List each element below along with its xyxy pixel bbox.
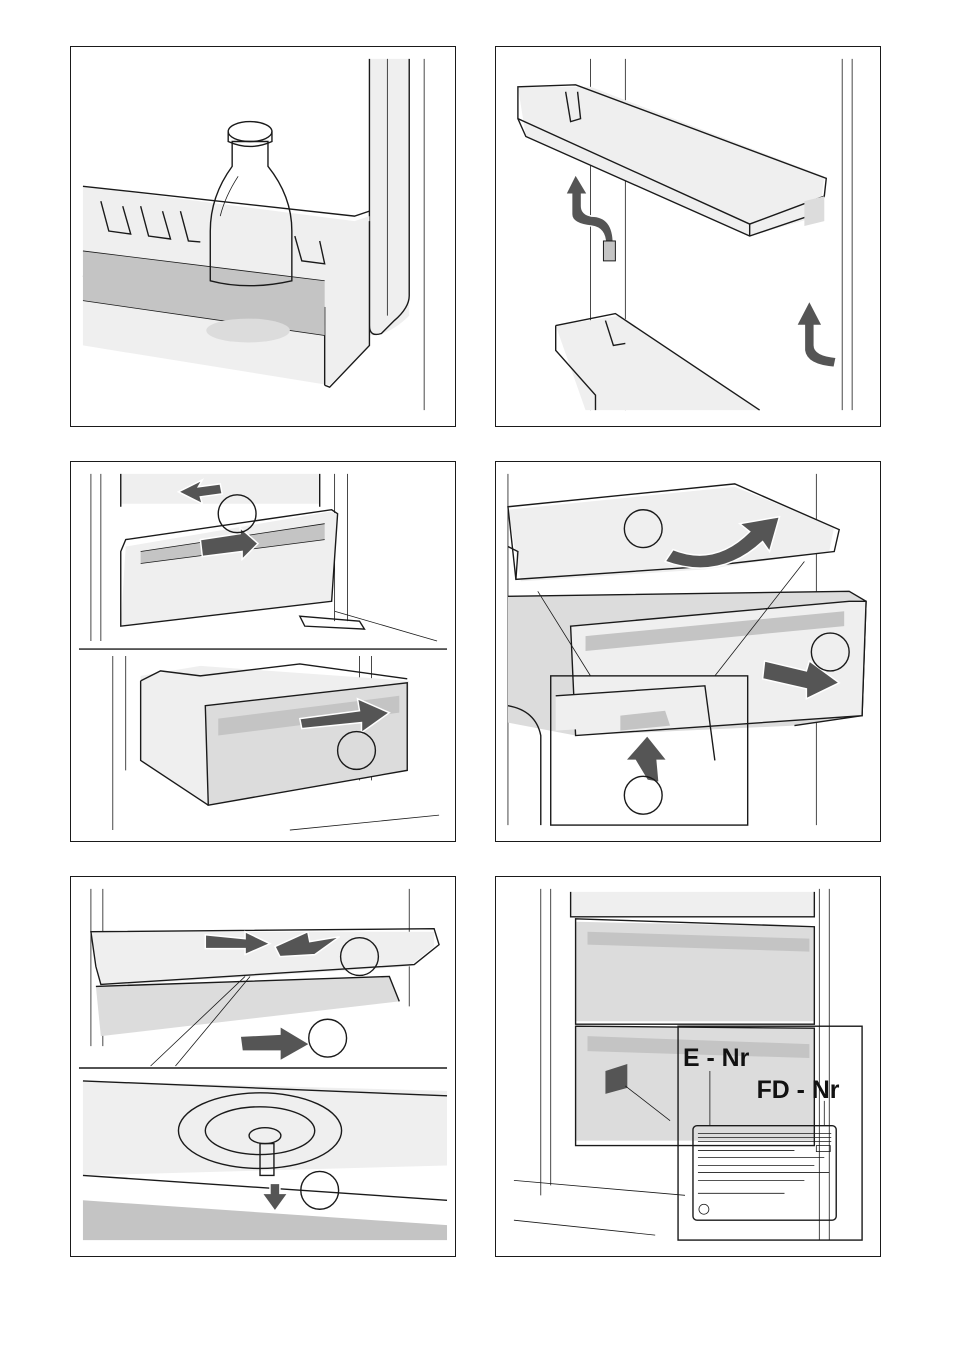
panel-shelf-pin-removal xyxy=(70,876,456,1257)
callout-circle-3 xyxy=(624,776,662,814)
shelf-drawer-release-illustration xyxy=(496,462,880,841)
fd-nr-label: FD - Nr xyxy=(757,1076,840,1104)
panel-door-shelf-bottle xyxy=(70,46,456,427)
door-shelf-bottle-illustration xyxy=(71,47,455,426)
drawer-removal-illustration xyxy=(71,462,455,841)
e-nr-label: E - Nr xyxy=(683,1044,750,1072)
panel-shelf-drawer-release xyxy=(495,461,881,842)
callout-circle-2 xyxy=(309,1019,347,1057)
rating-plate-illustration: E - Nr FD - Nr xyxy=(496,877,880,1256)
panel-door-shelf-removal xyxy=(495,46,881,427)
door-shelf-removal-illustration xyxy=(496,47,880,426)
panel-drawer-removal xyxy=(70,461,456,842)
panel-rating-plate: E - Nr FD - Nr xyxy=(495,876,881,1257)
shelf-pin-removal-illustration xyxy=(71,877,455,1256)
